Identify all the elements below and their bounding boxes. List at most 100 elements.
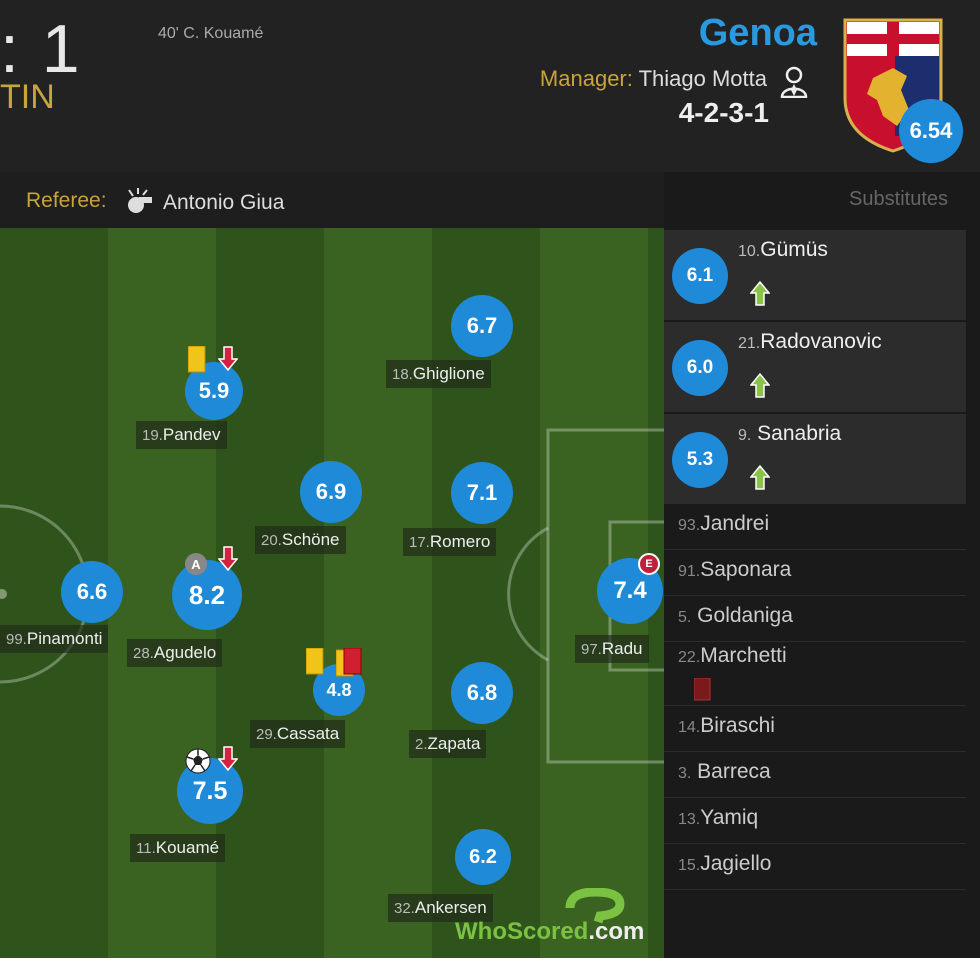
logo-com: .com	[588, 918, 645, 945]
player-name[interactable]: 20.Schöne	[255, 526, 346, 554]
sub-on-arrow-icon	[750, 372, 770, 398]
player-name-text: Jandrei	[700, 512, 770, 535]
sub-played-item[interactable]: 6.1 10.Gümüs	[664, 230, 966, 322]
team-rating: 6.54	[899, 99, 963, 163]
pitch: 6.7 18.Ghiglione 5.9 19.Pandev 6.9 20.Sc…	[0, 228, 664, 958]
team-crest-icon[interactable]	[843, 18, 943, 153]
player-rating[interactable]: 6.9	[300, 461, 362, 523]
player-number: 2.	[415, 736, 428, 753]
player-name-text: Barreca	[691, 760, 771, 783]
bench-item[interactable]: 13.Yamiq	[664, 798, 966, 844]
bench-item[interactable]: 14.Biraschi	[664, 706, 966, 752]
player-name-text: Radovanovic	[760, 330, 882, 353]
team-name[interactable]: Genoa	[698, 12, 817, 54]
player-name-text: Pandev	[162, 425, 221, 444]
player-number: 19.	[142, 427, 163, 444]
player-rating[interactable]: 8.2	[172, 560, 242, 630]
player-name[interactable]: 2.Zapata	[409, 730, 487, 758]
player-number: 32.	[394, 900, 415, 917]
player-name-text: Gümüs	[760, 238, 828, 261]
sub-on-arrow-icon	[750, 464, 770, 490]
sub-played-item[interactable]: 6.0 21.Radovanovic	[664, 322, 966, 414]
red-card-icon	[694, 678, 711, 701]
manager-icon	[780, 66, 808, 98]
bench-item[interactable]: 3. Barreca	[664, 752, 966, 798]
player-rating[interactable]: 6.8	[451, 662, 513, 724]
bench-item[interactable]: 91.Saponara	[664, 550, 966, 596]
yellow-card-icon	[188, 346, 206, 373]
player-number: 21.	[738, 335, 761, 352]
whistle-icon	[128, 188, 152, 213]
player-number: 20.	[261, 532, 282, 549]
player-number: 93.	[678, 517, 701, 534]
referee-name: Antonio Giua	[163, 191, 285, 214]
player-rating[interactable]: 7.5	[177, 758, 243, 824]
player-rating[interactable]: 7.1	[451, 462, 513, 524]
sub-played-item[interactable]: 5.3 9. Sanabria	[664, 414, 966, 506]
player-name[interactable]: 32.Ankersen	[388, 894, 493, 922]
formation: 4-2-3-1	[678, 97, 769, 128]
player-number: 17.	[409, 534, 430, 551]
referee-bar: Referee: Antonio Giua	[0, 172, 664, 228]
player-rating[interactable]: 6.6	[61, 561, 123, 623]
player-rating[interactable]: 6.2	[455, 829, 511, 885]
player-name[interactable]: 11.Kouamé	[130, 834, 226, 862]
player-name-text: Jagiello	[700, 852, 772, 875]
player-name-text: Yamiq	[700, 806, 759, 829]
player-name-text: Schöne	[281, 530, 340, 549]
score: : 1	[0, 11, 82, 87]
player-name[interactable]: 97.Radu	[575, 635, 649, 663]
player-number: 13.	[678, 811, 701, 828]
match-status: TIN	[0, 78, 55, 116]
player-rating: 5.3	[672, 432, 728, 488]
player-number: 91.	[678, 563, 701, 580]
yellow-card-icon	[306, 648, 324, 675]
player-name-text: Biraschi	[700, 714, 775, 737]
captain-badge: A	[185, 553, 207, 575]
player-name-text: Zapata	[427, 734, 481, 753]
player-name-text: Goldaniga	[691, 604, 793, 627]
player-name: 10.Gümüs	[738, 238, 828, 262]
referee-label: Referee:	[26, 189, 107, 212]
player-number: 22.	[678, 649, 701, 666]
substitutes-title: Substitutes	[849, 188, 948, 210]
sub-off-arrow-icon	[218, 546, 238, 572]
player-number: 18.	[392, 366, 413, 383]
player-name-text: Ghiglione	[412, 364, 485, 383]
sub-off-arrow-icon	[218, 746, 238, 772]
player-name[interactable]: 17.Romero	[403, 528, 497, 556]
sub-off-arrow-icon	[218, 346, 238, 372]
player-name[interactable]: 99.Pinamonti	[0, 625, 109, 653]
bench-item[interactable]: 22.Marchetti	[664, 642, 966, 706]
manager: Manager: Thiago Motta	[540, 66, 767, 92]
bench-item[interactable]: 15.Jagiello	[664, 844, 966, 890]
player-name-text: Ankersen	[414, 898, 487, 917]
player-name[interactable]: 18.Ghiglione	[386, 360, 491, 388]
goal-scorer[interactable]: 40' C. Kouamé	[158, 25, 264, 42]
logo-question-mark-icon	[565, 888, 625, 924]
player-rating: 6.0	[672, 340, 728, 396]
player-number: 99.	[6, 631, 27, 648]
player-name-text: Saponara	[700, 558, 792, 581]
player-rating: 6.1	[672, 248, 728, 304]
sub-on-arrow-icon	[750, 280, 770, 306]
goal-ball-icon	[185, 748, 211, 774]
player-name-text: Romero	[429, 532, 491, 551]
bench-item[interactable]: 5. Goldaniga	[664, 596, 966, 642]
player-name: 21.Radovanovic	[738, 330, 882, 354]
player-name[interactable]: 29.Cassata	[250, 720, 346, 748]
player-number: 9.	[738, 427, 752, 444]
player-name-text: Kouamé	[155, 838, 220, 857]
player-name-text: Sanabria	[751, 422, 842, 445]
player-name: 9. Sanabria	[738, 422, 841, 446]
player-number: 3.	[678, 765, 692, 782]
player-name[interactable]: 19.Pandev	[136, 421, 227, 449]
player-name-text: Cassata	[276, 724, 340, 743]
player-number: 14.	[678, 719, 701, 736]
player-name[interactable]: 28.Agudelo	[127, 639, 223, 667]
player-rating[interactable]: 6.7	[451, 295, 513, 357]
player-number: 11.	[136, 840, 156, 857]
second-yellow-red-card-icon	[336, 648, 362, 677]
player-number: 5.	[678, 609, 692, 626]
bench-item[interactable]: 93.Jandrei	[664, 504, 966, 550]
